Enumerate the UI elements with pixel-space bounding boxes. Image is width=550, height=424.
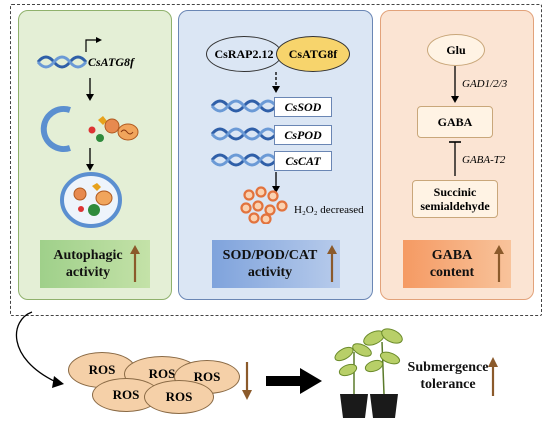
arrow-down-icon <box>86 148 94 171</box>
glu-node: Glu <box>427 34 485 66</box>
sod-pod-cat-activity-label: SOD/POD/CAT activity <box>212 240 340 288</box>
gene-cspod: CsPOD <box>274 125 332 145</box>
gaba-content-label: GABA content <box>403 240 511 288</box>
gaba-node: GABA <box>417 106 493 138</box>
autophagosome-icon <box>60 172 122 228</box>
up-arrow-icon <box>488 357 498 396</box>
up-arrow-icon <box>130 245 140 282</box>
csatg8f-node: CsATG8f <box>276 36 350 72</box>
up-arrow-icon <box>494 245 504 282</box>
plant-icon <box>334 328 403 418</box>
arrow-down-icon <box>272 172 280 193</box>
h2o2-decreased-text: H₂O₂ decreased <box>294 204 364 216</box>
dashed-frame <box>10 4 542 316</box>
dna-icon <box>36 37 102 69</box>
dna-icon <box>210 99 278 167</box>
big-arrow-icon <box>266 368 322 394</box>
phagophore-icon <box>40 106 139 152</box>
gad-enzyme-label: GAD1/2/3 <box>462 78 508 90</box>
dashed-arrow-icon <box>272 72 280 93</box>
ros-ellipse: ROS <box>144 380 214 414</box>
ros-particles-icon <box>240 186 288 224</box>
arrow-down-icon <box>451 66 459 103</box>
submergence-tolerance-label: Submergence tolerance <box>407 360 489 392</box>
autophagic-activity-label: Autophagic activity <box>40 240 150 288</box>
gene-cscat: CsCAT <box>274 151 332 171</box>
csrap212-node: CsRAP2.12 <box>206 36 282 72</box>
inhibition-icon <box>449 141 461 176</box>
gene-cssod: CsSOD <box>274 97 332 117</box>
arrow-down-icon <box>86 78 94 101</box>
up-arrow-icon <box>327 245 337 282</box>
gaba-t2-label: GABA-T2 <box>462 154 506 166</box>
gene-csatg8f: CsATG8f <box>88 55 135 69</box>
down-arrow-icon <box>242 362 252 400</box>
succinic-semialdehyde-node: Succinic semialdehyde <box>412 180 498 218</box>
curved-arrow-icon <box>15 311 64 388</box>
